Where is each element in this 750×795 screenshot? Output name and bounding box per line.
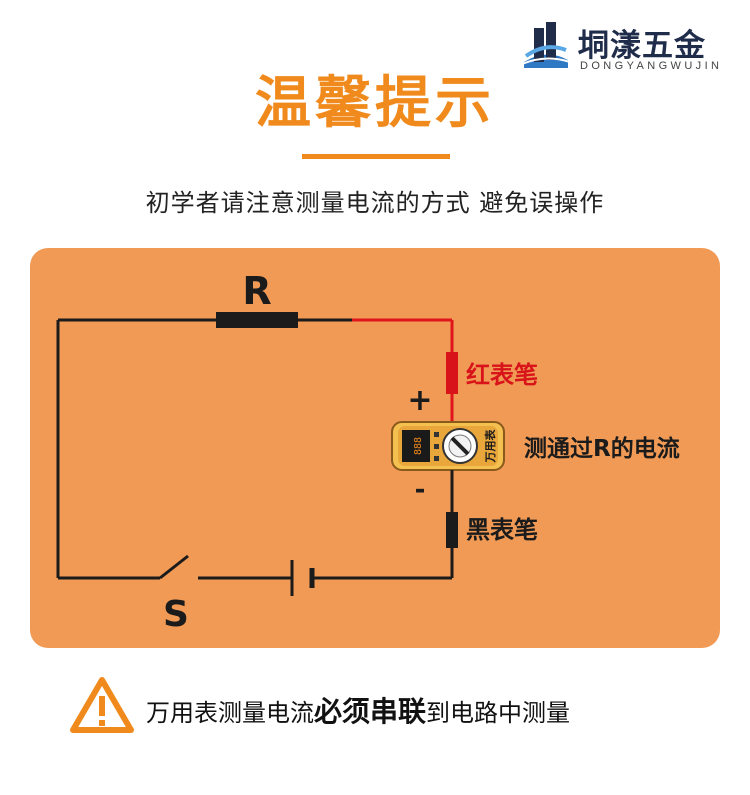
tip-text: 万用表测量电流必须串联到电路中测量 <box>146 690 570 730</box>
brand-subtitle: DONGYANGWUJIN <box>580 60 723 72</box>
tip-banner: 万用表测量电流必须串联到电路中测量 <box>70 676 710 736</box>
tip-text-before: 万用表测量电流 <box>146 699 314 727</box>
resistor-label: R <box>242 269 271 313</box>
multimeter: 888 万用表 <box>391 421 505 471</box>
tip-text-bold: 必须串联 <box>314 695 427 728</box>
page-subtitle: 初学者请注意测量电流的方式 避免误操作 <box>145 189 605 217</box>
switch-label: S <box>163 594 189 635</box>
resistor <box>216 312 298 328</box>
circuit-diagram: R 红表笔 + - 888 万用表 测通过R的电流 黑表笔 <box>56 269 680 635</box>
title-underline <box>302 154 450 159</box>
brand-logo: 垌漾五金 DONGYANGWUJIN <box>520 16 735 76</box>
building-logo-icon <box>521 22 571 68</box>
meter-display: 888 <box>413 437 424 455</box>
plus-sign: + <box>407 383 432 418</box>
red-probe <box>446 352 458 394</box>
circuit-panel: R 红表笔 + - 888 万用表 测通过R的电流 黑表笔 <box>30 248 720 648</box>
meter-name: 万用表 <box>483 429 497 464</box>
tip-text-after: 到电路中测量 <box>426 699 571 727</box>
switch-blade <box>159 554 189 580</box>
black-probe <box>446 512 458 548</box>
red-probe-label: 红表笔 <box>466 361 538 389</box>
page-title: 温馨提示 <box>255 71 495 136</box>
black-probe-label: 黑表笔 <box>466 516 538 544</box>
brand-name: 垌漾五金 <box>578 28 706 64</box>
minus-sign: - <box>415 475 426 505</box>
warning-icon <box>70 677 134 733</box>
measure-label: 测通过R的电流 <box>524 435 680 462</box>
